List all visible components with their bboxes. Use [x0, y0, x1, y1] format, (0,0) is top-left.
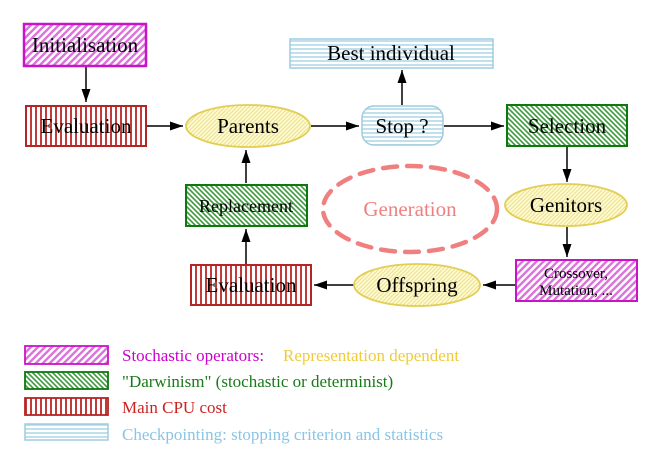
node-genitors-ellipse: [504, 183, 628, 227]
node-initialisation-label: Initialisation: [32, 33, 139, 57]
legend-swatch-darwinism: [24, 371, 109, 390]
node-stop-box: [361, 105, 444, 146]
node-evaluation-top-box: [25, 105, 147, 147]
diagram-arrows: [81, 66, 572, 290]
legend-label-cpu-cost: Main CPU cost: [122, 398, 227, 417]
legend-swatch-stochastic-operators: [24, 345, 109, 365]
node-evaluation-bottom-label: Evaluation: [206, 273, 297, 297]
node-selection-box: [506, 104, 628, 147]
node-replacement-label: Replacement: [199, 196, 293, 216]
node-replacement-box: [185, 184, 308, 227]
node-evaluation-top-label: Evaluation: [41, 114, 132, 138]
legend-label-stochastic-operators: Stochastic operators:: [122, 346, 264, 365]
generation-cycle-ellipse: [320, 163, 500, 255]
node-best-individual-box: [289, 38, 494, 69]
legend-swatch-checkpointing: [24, 423, 109, 441]
node-initialisation-box: [22, 22, 148, 68]
legend: Stochastic operators: Representation dep…: [24, 345, 459, 444]
legend-label-darwinism: "Darwinism" (stochastic or determinist): [122, 372, 393, 391]
node-parents-label: Parents: [217, 114, 279, 138]
node-crossover-label-line1: Crossover,: [544, 266, 608, 282]
node-stop-label: Stop ?: [375, 114, 428, 138]
node-parents-ellipse: [185, 104, 311, 148]
node-best-individual-label: Best individual: [327, 41, 455, 65]
legend-label-checkpointing: Checkpointing: stopping criterion and st…: [122, 425, 443, 444]
node-offspring-label: Offspring: [376, 273, 458, 297]
node-genitors-label: Genitors: [530, 193, 602, 217]
node-crossover-mutation-box: [515, 259, 638, 302]
node-selection-label: Selection: [528, 114, 607, 138]
legend-label-representation-dependent: Representation dependent: [283, 346, 459, 365]
node-evaluation-bottom-box: [190, 264, 312, 306]
node-crossover-label-line2: Mutation, ...: [539, 283, 613, 299]
generation-label: Generation: [363, 197, 457, 221]
legend-swatch-cpu-cost: [24, 397, 109, 416]
node-offspring-ellipse: [353, 263, 481, 307]
